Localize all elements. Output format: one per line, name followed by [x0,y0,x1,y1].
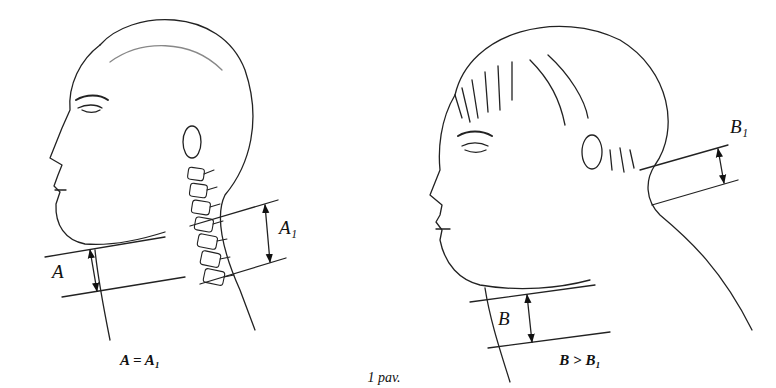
figure-caption: 1 pav. [367,370,400,385]
relation-formula: B > B₁ [559,352,600,369]
dimension-label: B [498,309,510,330]
cervical-spine [187,167,234,286]
relation-formula: A = A₁ [120,352,160,369]
dimension-label: A₁ [279,218,297,239]
upright-head [45,20,286,340]
dimension-label: B₁ [730,117,748,138]
forward-head [430,26,752,382]
dimension-label: A [52,262,64,283]
